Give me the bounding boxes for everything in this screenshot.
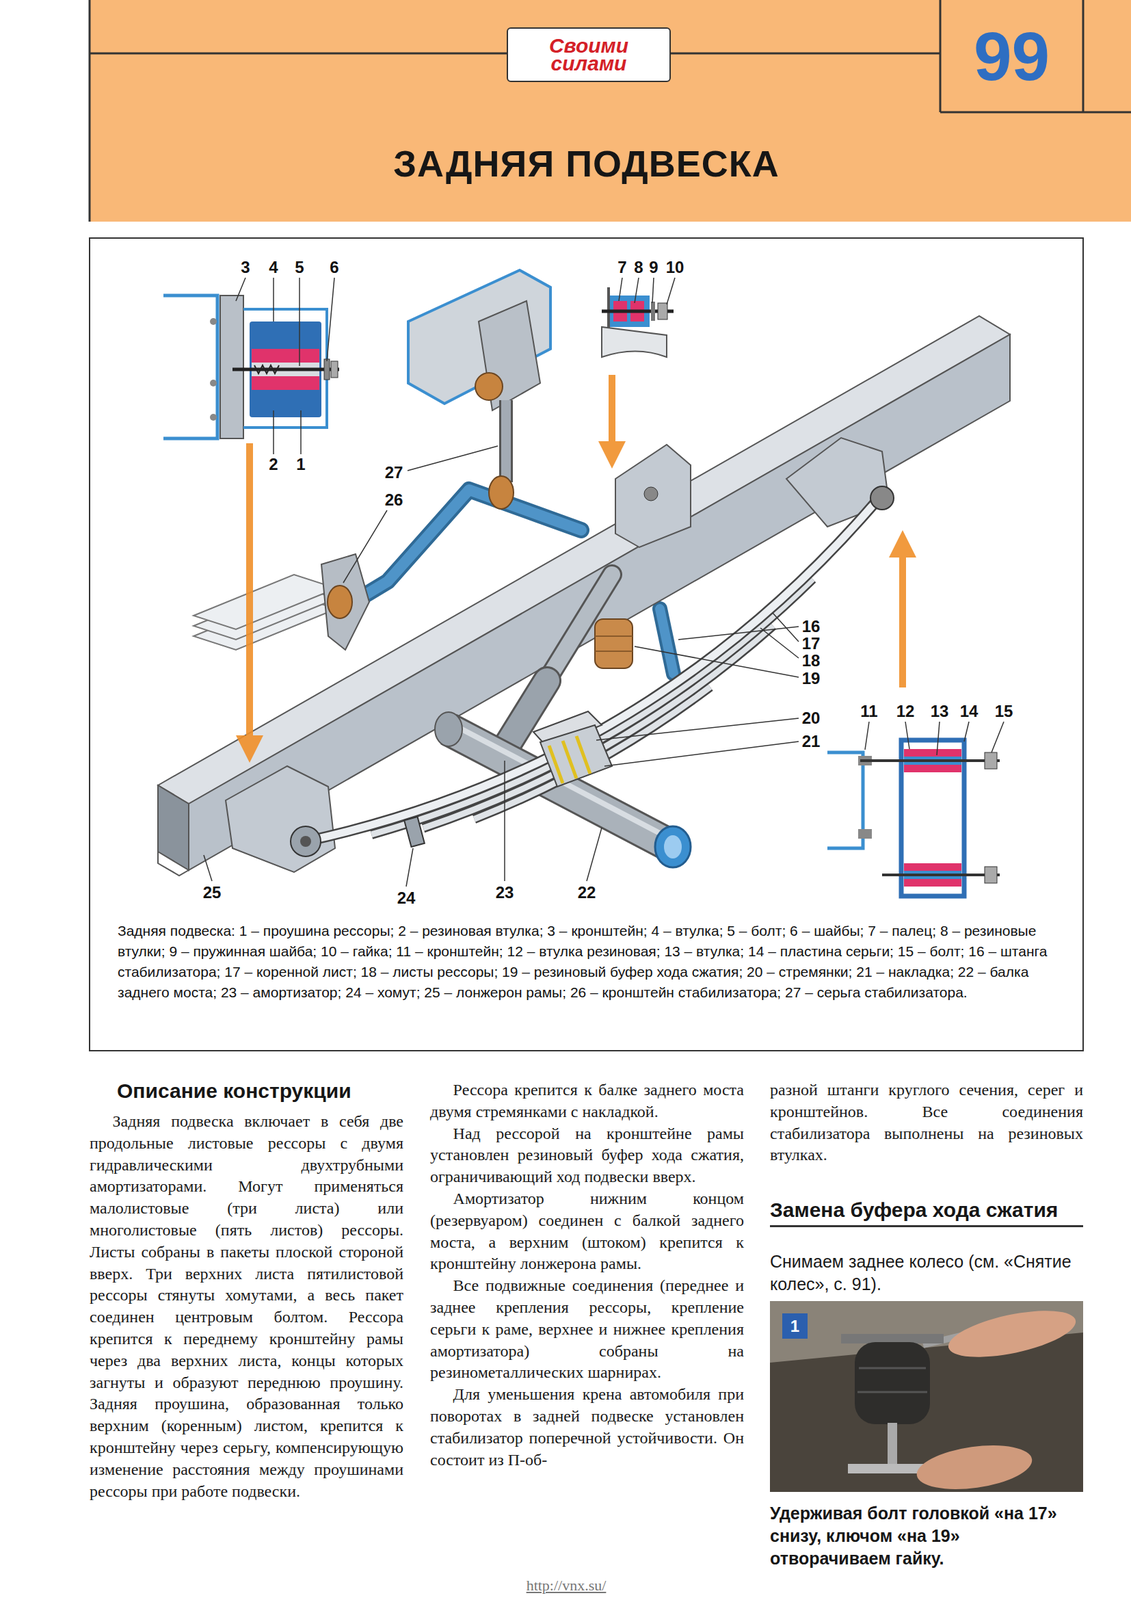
page-number: 99 [940, 0, 1084, 113]
watermark-url: http://vnx.su/ [526, 1576, 607, 1594]
beam-bracket [615, 444, 691, 548]
shackle-nut [870, 486, 894, 510]
callout-number: 4 [267, 258, 279, 276]
stabilizer-bar [659, 608, 674, 674]
spring-eye [290, 826, 321, 857]
u-bolts [549, 735, 591, 783]
inset-rear-shackle [827, 739, 1000, 896]
callout-number: 26 [383, 490, 405, 509]
page-title: ЗАДНЯЯ ПОДВЕСКА [89, 142, 1084, 185]
frame-longeron [157, 315, 1010, 876]
header-rules [89, 0, 1131, 222]
step-badge: 1 [782, 1312, 808, 1339]
bump-stop [594, 650, 633, 652]
spring-eye [300, 835, 312, 847]
body-paragraph: Для уменьшения крена автомобиля при пово… [430, 1383, 744, 1471]
callout-number: 2 [267, 455, 279, 473]
figure-caption: Задняя подвеска: 1 – проушина рессоры; 2… [117, 920, 1065, 1003]
callout-number: 23 [494, 883, 516, 901]
node-text: 1 [790, 1317, 800, 1335]
text-column: Рессора крепится к балке заднего моста д… [430, 1079, 744, 1471]
axle-end [663, 834, 682, 859]
callout-number: 21 [800, 732, 822, 750]
opposite-spring [193, 574, 337, 650]
stabilizer-bracket [321, 553, 370, 650]
callout-number: 16 [800, 617, 822, 635]
callout-number: 22 [576, 883, 598, 901]
callout-number: 14 [958, 702, 980, 720]
callout-number: 24 [395, 888, 418, 907]
body-paragraph: Все подвижные соединения (переднее и зад… [430, 1274, 744, 1384]
pointer-arrow [249, 374, 903, 746]
stabilizer-link [501, 400, 511, 483]
callout-number: 10 [664, 258, 686, 276]
inset-front-eye [163, 295, 340, 439]
rear-bracket [786, 437, 889, 527]
front-hanger [225, 765, 336, 872]
u-bolt-block [540, 724, 612, 787]
bump-stop [594, 635, 633, 637]
body-paragraph: Амортизатор нижним концом (резервуаром) … [430, 1187, 744, 1275]
body-note: Снимаем заднее колесо (см. «Снятие колес… [769, 1249, 1084, 1296]
callout-number: 18 [800, 651, 822, 669]
body-paragraph: разной штанги круглого сечения, серег и … [769, 1079, 1084, 1166]
bushing [327, 585, 353, 619]
body-paragraph: Над рессорой на кронштейне рамы установл… [430, 1122, 744, 1188]
callout-number: 12 [895, 702, 917, 720]
text-column: Описание конструкцииЗадняя подвеска вклю… [89, 1079, 404, 1502]
callout-number: 8 [632, 258, 645, 276]
leader-lines [203, 277, 1004, 887]
callout-number: 6 [328, 258, 340, 276]
callout-number: 19 [800, 669, 822, 687]
callout-number: 3 [239, 258, 251, 276]
callout-number: 7 [616, 258, 628, 276]
header-band [89, 0, 1131, 222]
figure-frame [89, 237, 1084, 1051]
photo [769, 1300, 1084, 1496]
body-paragraph: Задняя подвеска включает в себя две прод… [89, 1110, 404, 1502]
callout-number: 25 [201, 883, 223, 901]
leaf-spring [305, 499, 878, 870]
inset-shackle-pin [601, 287, 674, 357]
bolt-head [644, 486, 658, 501]
bump-stop [594, 618, 633, 669]
node-text: Своими силами [549, 36, 629, 73]
bushing [488, 475, 514, 509]
section-heading: Описание конструкции [89, 1079, 404, 1103]
stabilizer-bar [659, 608, 674, 674]
node-text: 99 [973, 21, 1050, 91]
section-heading: Замена буфера хода сжатия [769, 1198, 1084, 1227]
axle-end [655, 826, 691, 868]
callout-number: 15 [993, 702, 1015, 720]
stabilizer-link [499, 400, 513, 483]
callout-number: 5 [293, 258, 305, 276]
leaf-clamp [404, 816, 425, 847]
callout-number: 1 [294, 455, 307, 473]
photo-caption: Удерживая болт головкой «на 17» снизу, к… [769, 1501, 1084, 1570]
series-logo: Своими силами [506, 27, 671, 83]
callout-number: 20 [800, 709, 822, 727]
text-column: разной штанги круглого сечения, серег и … [769, 1079, 1084, 1166]
axle-end [434, 711, 463, 747]
bushing [475, 372, 503, 401]
callout-number: 27 [383, 463, 405, 481]
body-paragraph: Рессора крепится к балке заднего моста д… [430, 1079, 744, 1123]
callout-number: 11 [858, 702, 879, 720]
callout-number: 13 [929, 702, 951, 720]
callout-number: 17 [800, 634, 822, 652]
callout-number: 9 [647, 258, 660, 276]
